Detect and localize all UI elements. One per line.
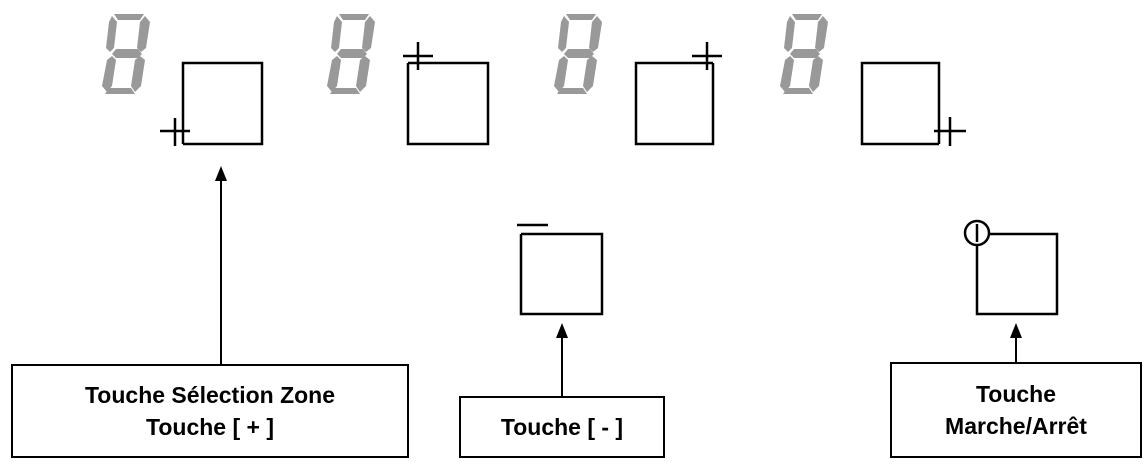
arrow-zone-select <box>215 166 227 365</box>
zone-1-key[interactable] <box>181 61 264 146</box>
zone-select-label-line2: Touche [ + ] <box>146 414 274 440</box>
zone-4-digit <box>780 14 828 94</box>
zone-select-label-line1: Touche Sélection Zone <box>84 382 336 408</box>
zone-4 <box>780 14 966 146</box>
zone-3-key[interactable] <box>634 61 715 146</box>
zone-3 <box>554 14 722 146</box>
minus-key[interactable] <box>519 232 604 316</box>
power-label-line1: Touche <box>975 381 1057 407</box>
zone-4-key[interactable] <box>860 61 941 146</box>
arrow-power <box>1010 323 1022 362</box>
plus-icon <box>403 42 433 70</box>
minus-key-group <box>517 223 604 316</box>
minus-label-line1: Touche [ - ] <box>500 414 624 440</box>
plus-icon <box>692 42 722 70</box>
plus-icon <box>934 117 966 146</box>
zone-select-label-box: Touche Sélection Zone Touche [ + ] <box>11 364 409 458</box>
power-icon <box>963 219 991 247</box>
zone-2-digit <box>327 14 375 94</box>
power-key[interactable] <box>975 232 1059 316</box>
plus-icon <box>160 118 190 146</box>
zone-2 <box>327 14 490 146</box>
zone-1-digit <box>102 14 150 94</box>
zone-1 <box>102 14 264 146</box>
power-label-box: Touche Marche/Arrêt <box>890 362 1142 458</box>
power-label-line2: Marche/Arrêt <box>945 413 1087 439</box>
minus-label-box: Touche [ - ] <box>459 396 665 458</box>
zone-2-key[interactable] <box>406 61 490 146</box>
zone-3-digit <box>554 14 602 94</box>
arrow-minus <box>556 323 568 396</box>
power-key-group <box>963 219 1059 316</box>
